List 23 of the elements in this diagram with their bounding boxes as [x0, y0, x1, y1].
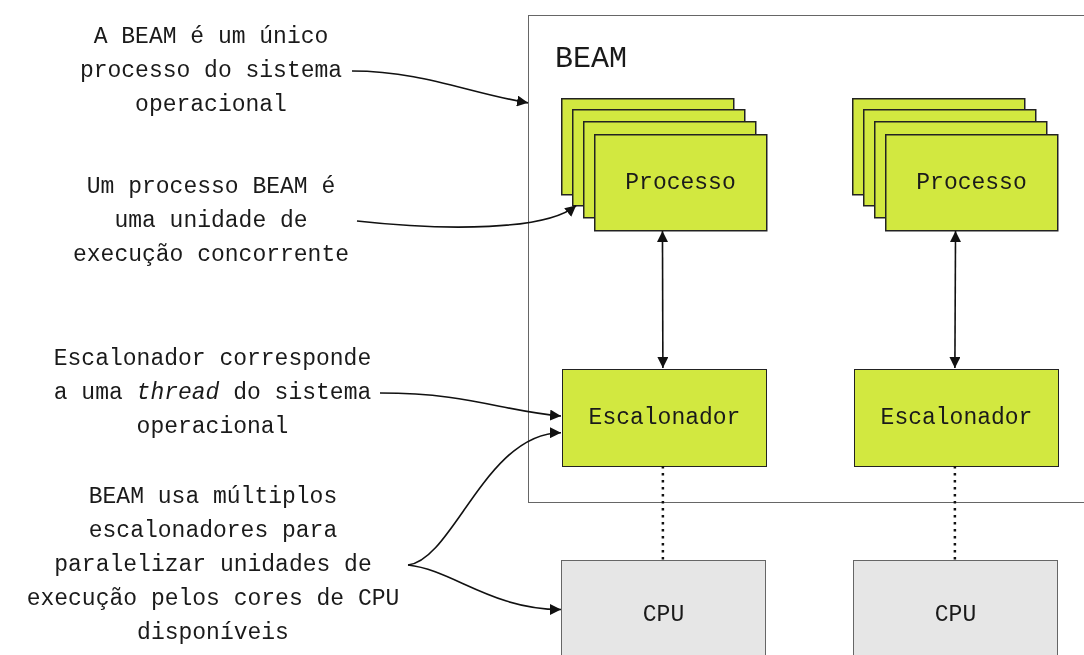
box-label: CPU: [642, 602, 685, 628]
annotation-text: BEAM usa múltiplos escalonadores para paralelizar unidades de execução pelos cores de CPU disponíveis: [18, 480, 408, 650]
scheduler-box: [854, 369, 1059, 467]
dotted-connector: [661, 466, 665, 560]
cpu-box: [561, 560, 766, 655]
box-label: Escalonador: [588, 405, 741, 431]
arrow: [351, 70, 529, 107]
container-frame: [528, 15, 1084, 503]
scheduler-box: [562, 369, 767, 467]
cpu-box: [853, 560, 1058, 655]
annotation-text: A BEAM é um único processo do sistema operacional: [70, 20, 352, 122]
arrow: [407, 428, 562, 566]
container-title: BEAM: [555, 42, 627, 76]
box-label: Escalonador: [880, 405, 1033, 431]
dotted-connector: [953, 466, 957, 560]
box-label: CPU: [934, 602, 977, 628]
annotation-text: Um processo BEAM é uma unidade de execução concorrente: [65, 170, 357, 272]
arrow: [657, 230, 669, 369]
arrow: [356, 204, 577, 228]
annotation-text: Escalonador corresponde a uma thread do sistema operacional: [45, 342, 380, 444]
arrow: [407, 564, 562, 615]
arrow: [949, 230, 961, 369]
arrow: [379, 392, 562, 421]
